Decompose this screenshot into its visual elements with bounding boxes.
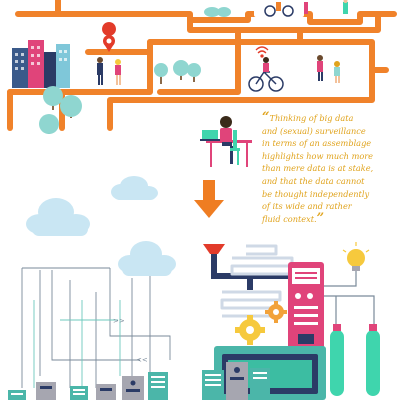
window-scenes	[204, 0, 348, 17]
pink-processor	[288, 262, 324, 352]
gear-icon	[235, 315, 265, 345]
quote-line: Thinking of big data	[269, 113, 354, 123]
location-pin-icon	[102, 22, 117, 52]
network-lines	[21, 267, 171, 388]
server-icon	[70, 386, 88, 400]
server-icon	[226, 362, 248, 400]
server-icon	[36, 382, 56, 400]
quote-line: in terms of an assemblage	[262, 138, 372, 149]
server-icon	[148, 372, 168, 400]
network-lines-teal	[33, 300, 121, 388]
server-icon	[8, 390, 26, 400]
coil-pipes	[220, 244, 294, 318]
quote-open-mark: “	[262, 110, 270, 125]
quote-close-mark: ”	[316, 210, 325, 226]
server-icon	[250, 368, 270, 400]
down-arrow-icon	[194, 180, 224, 218]
quote-line: than mere data is at stake,	[262, 163, 374, 174]
cloud-icon	[118, 241, 176, 276]
gear-icon	[265, 301, 287, 323]
trees	[39, 60, 201, 134]
cloud-icon	[111, 176, 158, 200]
quote-line: of its wide and rather	[262, 201, 352, 212]
server-icon	[202, 370, 224, 400]
funnel-icon	[203, 244, 225, 262]
quote-line: and that the data cannot	[262, 175, 365, 186]
bulb-wires	[324, 271, 375, 330]
cloud-icon	[26, 198, 90, 236]
light-bulb-icon	[342, 242, 370, 271]
svg-text:>>: >>	[113, 317, 125, 325]
quote-line: and (sexual) surveillance	[262, 125, 366, 136]
bicycle-icon	[248, 57, 284, 92]
quote-line: be thought independently	[262, 188, 370, 199]
storage-cylinders	[330, 324, 380, 396]
city-buildings	[12, 40, 70, 88]
quote-text: “Thinking of big data and (sexual) survei…	[262, 110, 390, 226]
svg-text:<<: <<	[136, 356, 148, 364]
laptop-icon	[200, 130, 222, 141]
pipes	[211, 262, 290, 290]
server-icon	[122, 376, 144, 400]
flow-chevrons: >> <<	[113, 317, 148, 364]
quote-line: fluid context.	[262, 213, 317, 224]
family-figures	[317, 55, 340, 83]
quote-line: highlights how much more	[262, 150, 374, 161]
couple-figures	[97, 57, 121, 85]
wifi-signal-icon	[255, 46, 269, 58]
person-at-desk	[200, 116, 252, 167]
server-icon	[96, 384, 116, 400]
